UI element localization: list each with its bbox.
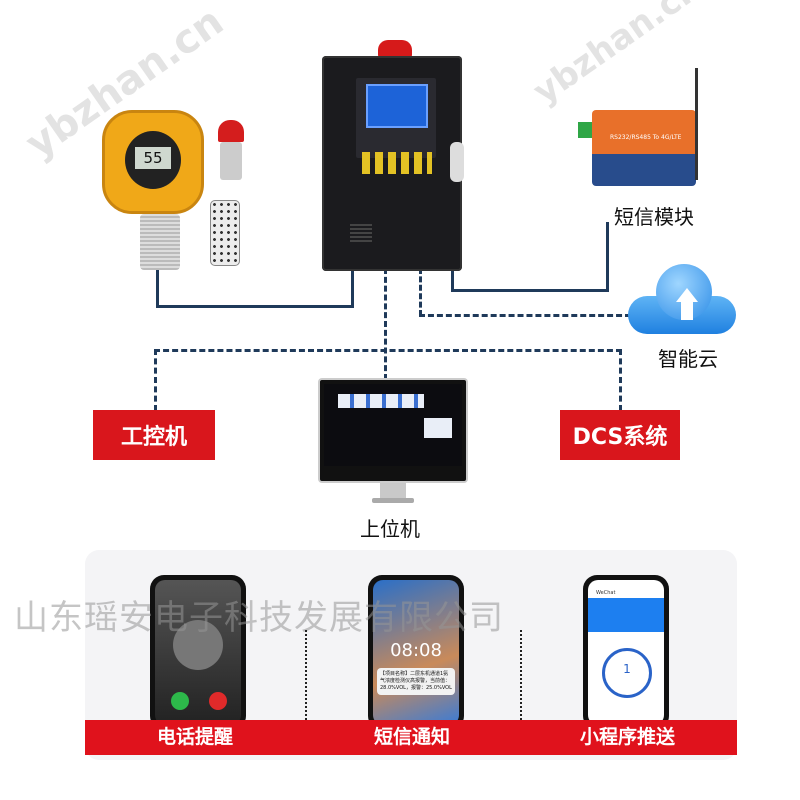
line-host <box>384 268 387 380</box>
label-miniprogram-push: 小程序推送 <box>580 726 676 748</box>
line-cloud <box>419 314 631 317</box>
controller-screen <box>366 84 428 128</box>
gas-detector: 55 <box>102 110 204 214</box>
line-detector <box>156 305 354 308</box>
line-detector <box>351 268 354 308</box>
dcs-system-box: DCS系统 <box>560 410 680 460</box>
strobe-light-icon <box>218 120 244 142</box>
sms-module-device: RS232/RS485 To 4G/LTE <box>592 110 696 186</box>
cloud-label: 智能云 <box>658 347 718 371</box>
label-sms-notice: 短信通知 <box>374 726 451 748</box>
lock-handle-icon <box>450 142 464 182</box>
sms-device-model: RS232/RS485 To 4G/LTE <box>592 110 696 154</box>
separator <box>305 630 307 720</box>
host-pc-label: 上位机 <box>360 517 420 541</box>
line-sms <box>606 222 609 292</box>
monitor-stand <box>380 483 406 499</box>
phone-call <box>150 575 246 730</box>
antenna-icon <box>695 68 698 180</box>
controller-keypad <box>362 152 432 174</box>
detector-display: 55 <box>135 147 171 169</box>
separator <box>520 630 522 720</box>
remote-control <box>210 200 240 266</box>
monitor-base <box>372 498 414 503</box>
app-name: WeChat <box>596 590 616 596</box>
lockscreen-time: 08:08 <box>390 640 442 661</box>
answer-call-icon <box>171 692 189 710</box>
industrial-pc-box: 工控机 <box>93 410 215 460</box>
line-cloud <box>419 268 422 316</box>
sms-module-label: 短信模块 <box>614 205 694 229</box>
phone-miniprogram: WeChat 1 <box>583 575 669 730</box>
line-dcs <box>619 349 622 411</box>
line-sms <box>451 289 609 292</box>
alarm-light-icon <box>378 40 412 58</box>
line-sms <box>451 268 454 292</box>
line-bus <box>154 349 622 352</box>
sms-notification: 【项目名称】二层东机通道1氨气浓度检测仪高报警，当前值：28.0%VOL，报警：… <box>377 668 455 695</box>
phone-sms: 08:08 【项目名称】二层东机通道1氨气浓度检测仪高报警，当前值：28.0%V… <box>368 575 464 730</box>
terminal-block <box>578 122 592 138</box>
watermark-site: ybzhan.cn <box>526 0 709 113</box>
controller-cabinet <box>322 56 464 271</box>
line-ipc <box>154 349 157 411</box>
speaker-grille <box>350 224 372 242</box>
sensor-head <box>140 214 180 270</box>
strobe-light-base <box>220 142 242 180</box>
host-monitor <box>318 378 468 483</box>
watermark-company: 山东瑶安电子科技发展有限公司 <box>14 598 504 638</box>
label-phone-reminder: 电话提醒 <box>157 726 234 748</box>
line-detector <box>156 268 159 308</box>
cloud-icon <box>628 262 736 334</box>
alarm-count: 1 <box>623 662 631 676</box>
notification-band: 电话提醒 短信通知 小程序推送 <box>85 720 737 755</box>
decline-call-icon <box>209 692 227 710</box>
